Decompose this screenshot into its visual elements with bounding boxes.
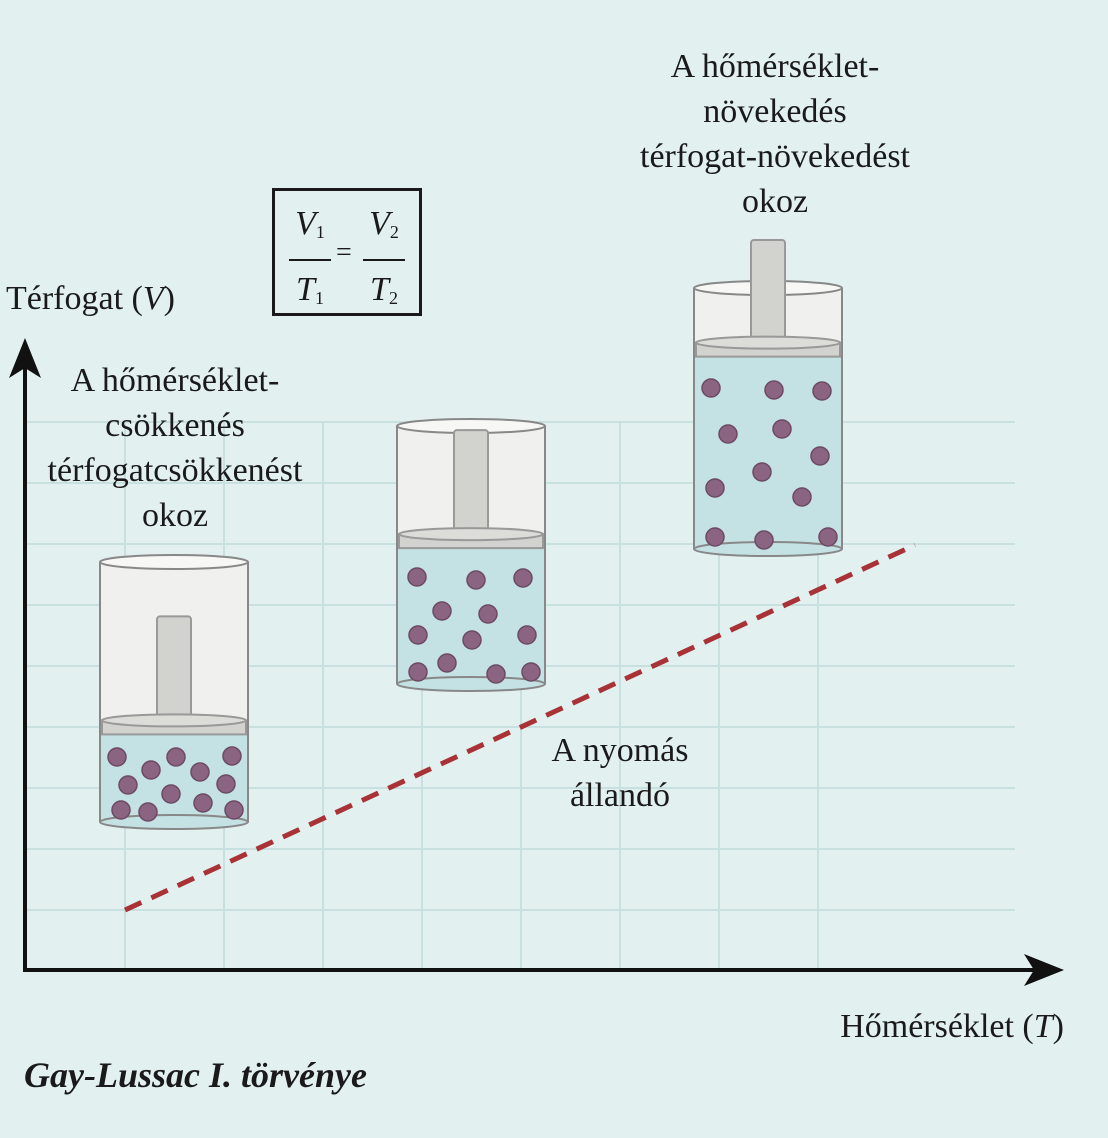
gas-particle <box>138 802 158 822</box>
gas-particle <box>478 604 498 624</box>
gas-particle <box>752 462 772 482</box>
y-axis-label: Térfogat (V) <box>6 280 175 317</box>
annotation-temperature-increase: A hőmérséklet- növekedés térfogat-növeke… <box>640 48 910 220</box>
formula-box: V1 T1 = V2 T2 <box>272 188 422 316</box>
gas-particle <box>437 653 457 673</box>
piston-plate-top <box>695 335 841 350</box>
gas-particle <box>216 774 236 794</box>
gas-particle <box>701 378 721 398</box>
gas-particle <box>466 570 486 590</box>
fraction-v1-t1: V1 T1 <box>289 203 331 319</box>
gas-particle <box>111 800 131 820</box>
piston-rod <box>453 429 489 538</box>
gas-particle <box>190 762 210 782</box>
y-axis-arrow <box>9 338 41 378</box>
gas-particle <box>193 793 213 813</box>
gas-particle <box>408 625 428 645</box>
gas-particle <box>705 478 725 498</box>
gas-particle <box>521 662 541 682</box>
gas-particle <box>432 601 452 621</box>
gas-particle <box>224 800 244 820</box>
x-axis-arrow <box>1024 954 1064 986</box>
gas-particle <box>161 784 181 804</box>
piston-rod <box>750 239 786 346</box>
gas-particle <box>792 487 812 507</box>
gas-particle <box>754 530 774 550</box>
gas-particle <box>486 664 506 684</box>
gas-region <box>397 542 545 684</box>
gas-particle <box>818 527 838 547</box>
piston-plate-top <box>398 527 544 542</box>
annotation-constant-pressure: A nyomás állandó <box>551 732 689 814</box>
cylinder-top-rim <box>99 554 249 570</box>
gas-particle <box>517 625 537 645</box>
gas-particle <box>764 380 784 400</box>
cylinders <box>99 239 843 830</box>
cylinder-high-temperature <box>693 239 843 557</box>
x-axis-label: Hőmérséklet (T) <box>840 1008 1064 1045</box>
gas-particle <box>407 567 427 587</box>
gas-particle <box>772 419 792 439</box>
cylinder-mid-temperature <box>396 418 546 692</box>
fraction-v2-t2: V2 T2 <box>363 203 405 319</box>
gas-particle <box>810 446 830 466</box>
gas-particle <box>705 527 725 547</box>
equals-sign: = <box>336 237 352 268</box>
gas-particle <box>141 760 161 780</box>
gas-particle <box>118 775 138 795</box>
trend-line <box>123 542 917 913</box>
gas-particle <box>718 424 738 444</box>
annotation-temperature-decrease: A hőmérséklet- csökkenés térfogatcsökken… <box>47 362 303 534</box>
gas-particle <box>812 381 832 401</box>
piston-plate-top <box>101 713 247 728</box>
cylinder-low-temperature <box>99 554 249 830</box>
gas-particle <box>462 630 482 650</box>
caption: Gay-Lussac I. törvénye <box>24 1055 367 1095</box>
gas-particle <box>166 747 186 767</box>
gas-particle <box>107 747 127 767</box>
gas-particle <box>222 746 242 766</box>
piston-rod <box>156 615 192 724</box>
gas-particle <box>408 662 428 682</box>
gas-particle <box>513 568 533 588</box>
